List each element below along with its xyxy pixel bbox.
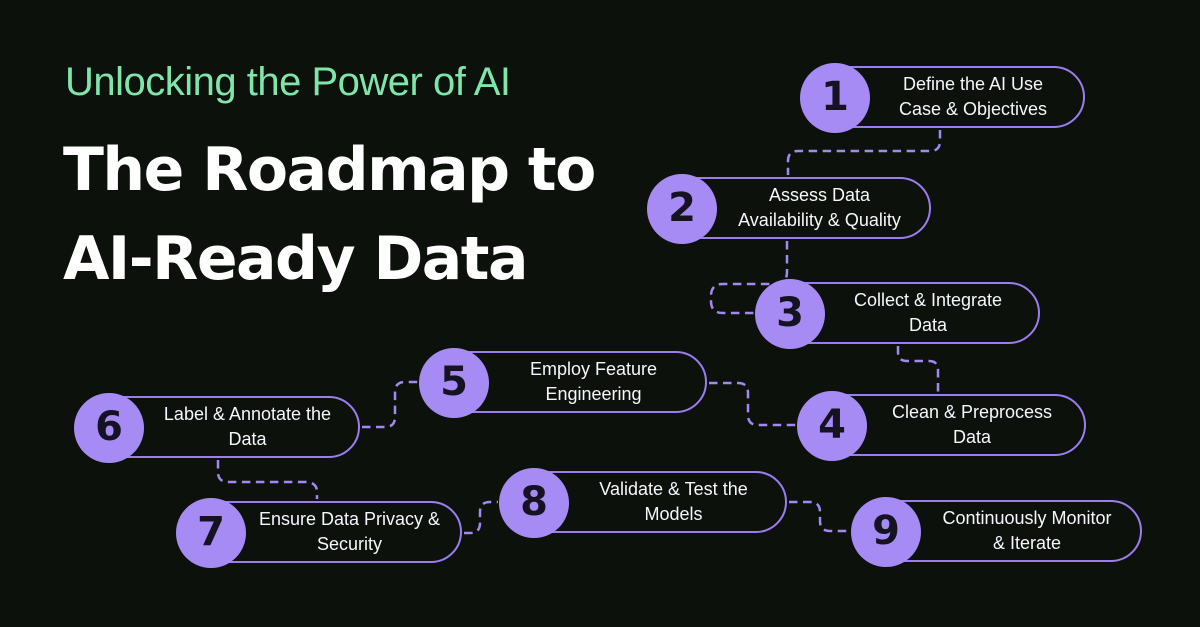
step-4-label-line1: Clean & Preprocess bbox=[891, 402, 1053, 422]
step-8-label-line2: Models bbox=[644, 504, 703, 524]
step-1-label-line2: Case & Objectives bbox=[898, 99, 1048, 119]
step-3-label-line2: Data bbox=[908, 315, 948, 335]
step-1-number: 1 bbox=[821, 74, 849, 120]
step-6-label: Label & Annotate the Data bbox=[143, 398, 352, 456]
step-7-number: 7 bbox=[197, 509, 225, 555]
step-9-label-line2: & Iterate bbox=[992, 533, 1062, 553]
step-4-number: 4 bbox=[818, 402, 846, 448]
page-title-line1: The Roadmap to bbox=[63, 135, 596, 205]
step-7-label: Ensure Data Privacy & Security bbox=[245, 503, 454, 561]
eyebrow-subtitle: Unlocking the Power of AI bbox=[65, 60, 511, 104]
step-5-label-line2: Engineering bbox=[545, 384, 642, 404]
step-6-label-line1: Label & Annotate the bbox=[163, 404, 332, 424]
step-9-label-line1: Continuously Monitor bbox=[942, 508, 1112, 528]
step-node-4: 4 Clean & Preprocess Data bbox=[797, 391, 1086, 461]
step-2-label: Assess Data Availability & Quality bbox=[716, 179, 923, 237]
step-3-number-badge: 3 bbox=[755, 279, 825, 349]
step-1-label: Define the AI Use Case & Objectives bbox=[869, 68, 1077, 126]
step-7-number-badge: 7 bbox=[176, 498, 246, 568]
step-1-number-badge: 1 bbox=[800, 63, 870, 133]
step-4-number-badge: 4 bbox=[797, 391, 867, 461]
step-3-label: Collect & Integrate Data bbox=[824, 284, 1032, 342]
step-9-number: 9 bbox=[872, 508, 900, 554]
connector-4-5 bbox=[709, 381, 796, 427]
step-2-number: 2 bbox=[668, 185, 696, 231]
step-3-number: 3 bbox=[776, 290, 804, 336]
connector-1-2 bbox=[786, 130, 942, 175]
step-7-label-line1: Ensure Data Privacy & bbox=[258, 509, 441, 529]
step-node-5: 5 Employ Feature Engineering bbox=[419, 348, 707, 418]
step-9-label: Continuously Monitor & Iterate bbox=[920, 502, 1134, 560]
step-9-number-badge: 9 bbox=[851, 497, 921, 567]
step-2-number-badge: 2 bbox=[647, 174, 717, 244]
step-4-label-line2: Data bbox=[952, 427, 992, 447]
step-8-label: Validate & Test the Models bbox=[568, 473, 779, 531]
step-node-8: 8 Validate & Test the Models bbox=[499, 468, 787, 538]
step-node-7: 7 Ensure Data Privacy & Security bbox=[176, 498, 462, 568]
step-6-number: 6 bbox=[95, 404, 123, 450]
connector-3-4 bbox=[896, 346, 940, 392]
step-1-label-line1: Define the AI Use bbox=[902, 74, 1044, 94]
step-8-label-line1: Validate & Test the bbox=[599, 479, 748, 499]
step-2-label-line2: Availability & Quality bbox=[738, 210, 901, 230]
step-8-number-badge: 8 bbox=[499, 468, 569, 538]
step-8-number: 8 bbox=[520, 479, 548, 525]
step-5-label: Employ Feature Engineering bbox=[488, 353, 699, 411]
step-3-label-line1: Collect & Integrate bbox=[853, 290, 1003, 310]
step-6-label-line2: Data bbox=[228, 429, 267, 449]
step-2-label-line1: Assess Data bbox=[768, 185, 871, 205]
step-node-3: 3 Collect & Integrate Data bbox=[755, 279, 1040, 349]
step-6-number-badge: 6 bbox=[74, 393, 144, 463]
step-node-9: 9 Continuously Monitor & Iterate bbox=[851, 497, 1142, 567]
step-5-number-badge: 5 bbox=[419, 348, 489, 418]
connector-8-9 bbox=[789, 500, 850, 533]
step-node-6: 6 Label & Annotate the Data bbox=[74, 393, 360, 463]
page-title-line2: AI-Ready Data bbox=[63, 224, 528, 294]
step-node-2: 2 Assess Data Availability & Quality bbox=[647, 174, 931, 244]
page-title: The Roadmap to AI-Ready Data bbox=[63, 126, 596, 304]
step-node-1: 1 Define the AI Use Case & Objectives bbox=[800, 63, 1085, 133]
connector-5-6 bbox=[362, 380, 418, 429]
step-4-label: Clean & Preprocess Data bbox=[866, 396, 1078, 454]
step-7-label-line2: Security bbox=[316, 534, 383, 554]
step-5-label-line1: Employ Feature bbox=[529, 359, 658, 379]
connector-2-3 bbox=[709, 241, 789, 315]
step-5-number: 5 bbox=[440, 359, 468, 405]
connector-6-7 bbox=[216, 460, 319, 499]
connector-7-8 bbox=[464, 500, 498, 535]
